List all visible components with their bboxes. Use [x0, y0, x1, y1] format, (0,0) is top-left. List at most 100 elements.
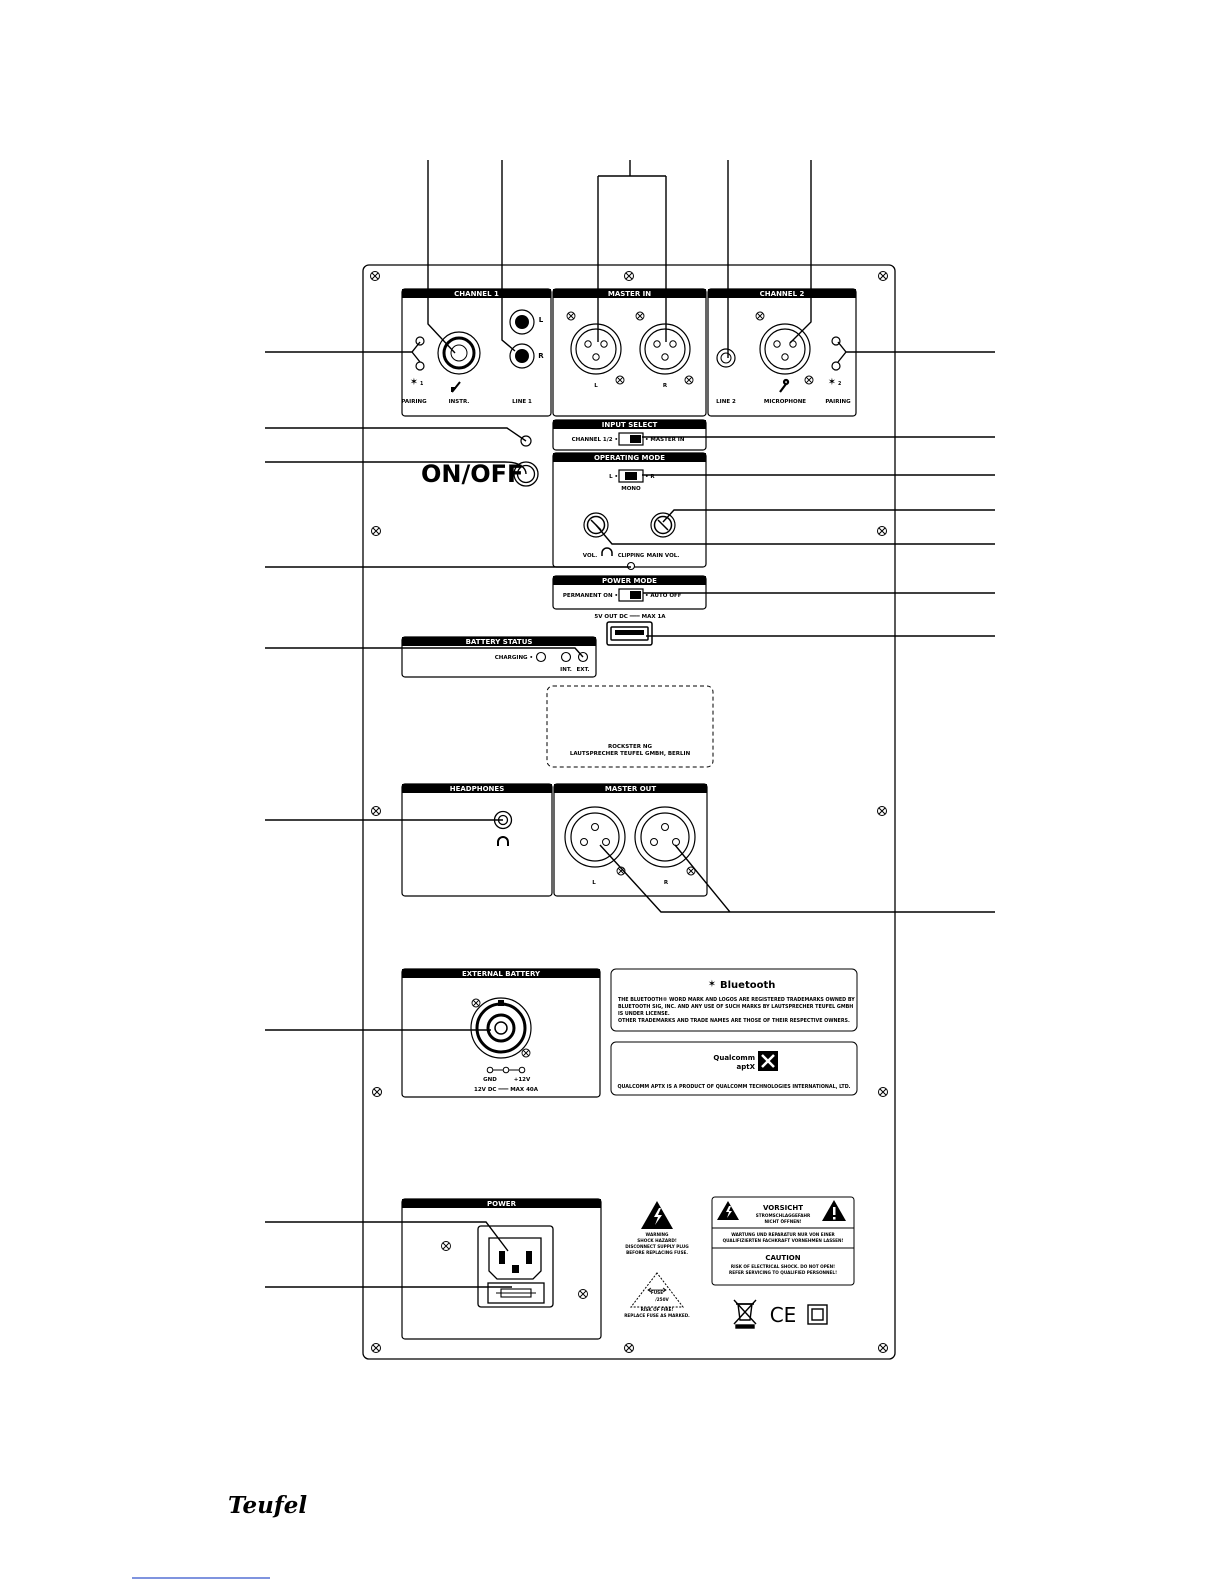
usb-port[interactable]	[606, 621, 653, 646]
class2-insulation-icon	[807, 1304, 828, 1325]
warning-line2: SHOCK HAZARD!	[637, 1238, 677, 1243]
gnd-label: GND	[483, 1077, 497, 1083]
vol-label: VOL.	[583, 553, 597, 559]
input-select-section: INPUT SELECT CHANNEL 1/2 • • MASTER IN	[552, 419, 707, 451]
screw-icon	[371, 806, 381, 816]
channel2-section: CHANNEL 2 LINE 2 MICROPHONE ✶ 2 PAIRING	[707, 288, 857, 417]
line2-jack[interactable]	[716, 348, 736, 368]
int-label: INT.	[560, 667, 572, 673]
screw-icon	[878, 271, 888, 281]
fire-line1: RISK OF FIRE!	[641, 1307, 674, 1312]
bt-number-2: 2	[838, 381, 841, 387]
vorsicht-sub1: STROMSCHLAGGEFAHR	[756, 1213, 811, 1218]
external-battery-section: EXTERNAL BATTERY GND +12V 12V DC ═══ MAX…	[401, 968, 601, 1098]
pairing-label: PAIRING	[401, 399, 427, 405]
op-r-label: • R	[645, 474, 655, 480]
vorsicht-caution-box: VORSICHT STROMSCHLAGGEFAHR NICHT ÖFFNEN!…	[711, 1196, 855, 1286]
callout-master-out	[599, 844, 995, 913]
screw-icon	[684, 375, 694, 385]
bluetooth-legal-line3: IS UNDER LICENSE.	[618, 1011, 670, 1017]
bluetooth-logo-text: Bluetooth	[720, 980, 775, 991]
input-select-switch[interactable]	[618, 432, 644, 446]
callout-master-in	[597, 160, 667, 342]
line1-rca-left[interactable]	[509, 309, 535, 335]
callout-line1	[501, 160, 516, 352]
screw-icon	[566, 311, 576, 321]
vorsicht-de1: WARTUNG UND REPARATUR NUR VON EINER	[731, 1232, 835, 1237]
headphone-icon	[497, 836, 509, 846]
input-select-right-label: • MASTER IN	[645, 437, 685, 443]
fire-line2: REPLACE FUSE AS MARKED.	[624, 1313, 690, 1318]
headphone-icon	[601, 547, 613, 556]
model-name: ROCKSTER NG	[608, 744, 652, 750]
panel-screws	[370, 271, 888, 1353]
callout-pairing-1	[265, 341, 421, 363]
screw-icon	[804, 375, 814, 385]
input-select-title: INPUT SELECT	[602, 421, 658, 429]
screw-icon	[635, 311, 645, 321]
bluetooth-legal-line4: OTHER TRADEMARKS AND TRADE NAMES ARE THO…	[618, 1018, 850, 1024]
pairing-label-2: PAIRING	[825, 399, 851, 405]
external-battery-title: EXTERNAL BATTERY	[462, 970, 541, 978]
power-mode-section: POWER MODE PERMANENT ON • • AUTO OFF	[552, 575, 707, 610]
callout-main-vol	[662, 509, 995, 523]
pairing-button-2[interactable]	[831, 361, 841, 371]
bluetooth-legal-box: ✶ Bluetooth THE BLUETOOTH® WORD MARK AND…	[610, 968, 858, 1032]
screw-icon	[624, 1343, 634, 1353]
pairing-button[interactable]	[415, 361, 425, 371]
callout-battery-leds	[265, 647, 584, 658]
power-mode-switch[interactable]	[618, 588, 644, 602]
master-out-l-label: L	[592, 880, 596, 886]
op-mono-label: MONO	[621, 486, 641, 492]
instr-label: INSTR.	[449, 399, 470, 405]
callout-instr	[427, 160, 456, 354]
microphone-xlr[interactable]	[759, 323, 811, 375]
main-vol-label: MAIN VOL.	[647, 553, 680, 559]
screw-icon	[370, 271, 380, 281]
screw-icon	[441, 1241, 451, 1251]
bt-number-1: 1	[420, 381, 423, 387]
master-in-xlr-right[interactable]	[639, 323, 691, 375]
caution-title: CAUTION	[765, 1254, 800, 1262]
master-in-xlr-left[interactable]	[570, 323, 622, 375]
fuse-holder[interactable]	[487, 1282, 545, 1304]
aptx-legal-text: QUALCOMM APTX IS A PRODUCT OF QUALCOMM T…	[617, 1084, 850, 1090]
master-in-title: MASTER IN	[608, 290, 651, 298]
line1-l-label: L	[539, 316, 544, 324]
usb-label: 5V OUT DC ═══ MAX 1A	[594, 614, 666, 620]
screw-icon	[878, 1343, 888, 1353]
master-out-r-label: R	[664, 880, 669, 886]
headphones-title: HEADPHONES	[450, 785, 505, 793]
screw-icon	[471, 998, 481, 1008]
external-battery-connector[interactable]	[470, 997, 532, 1059]
bluetooth-legal-line2: BLUETOOTH SIG, INC. AND ANY USE OF SUCH …	[618, 1004, 853, 1010]
screw-icon	[877, 806, 887, 816]
master-in-l-label: L	[594, 383, 598, 389]
screw-icon	[521, 1048, 531, 1058]
screw-icon	[624, 271, 634, 281]
callout-microphone	[789, 160, 812, 344]
bluetooth-icon: ✶	[708, 979, 716, 990]
screw-icon	[686, 866, 696, 876]
callout-pairing-2	[837, 341, 995, 363]
pairing-led-icon	[415, 336, 425, 346]
fuse-label: FUSE	[651, 1290, 663, 1295]
microphone-icon	[779, 378, 790, 393]
line1-label: LINE 1	[512, 399, 532, 405]
main-volume-knob[interactable]	[650, 512, 676, 538]
weee-bin-icon	[733, 1299, 757, 1329]
permanent-on-label: PERMANENT ON •	[563, 593, 618, 599]
master-out-title: MASTER OUT	[605, 785, 656, 793]
line2-label: LINE 2	[716, 399, 736, 405]
guitar-icon	[451, 381, 461, 393]
screw-icon	[877, 526, 887, 536]
vorsicht-sub2: NICHT ÖFFNEN!	[764, 1219, 801, 1224]
power-section: POWER	[401, 1198, 602, 1340]
instrument-jack[interactable]	[437, 331, 481, 375]
line1-rca-right[interactable]	[509, 343, 535, 369]
channel1-section: CHANNEL 1 ✶ 1 PAIRING INSTR. L R LINE 1	[401, 288, 552, 417]
usb-section: 5V OUT DC ═══ MAX 1A	[594, 614, 666, 646]
operating-mode-switch[interactable]	[618, 469, 644, 483]
master-out-xlr-left[interactable]	[564, 806, 626, 868]
